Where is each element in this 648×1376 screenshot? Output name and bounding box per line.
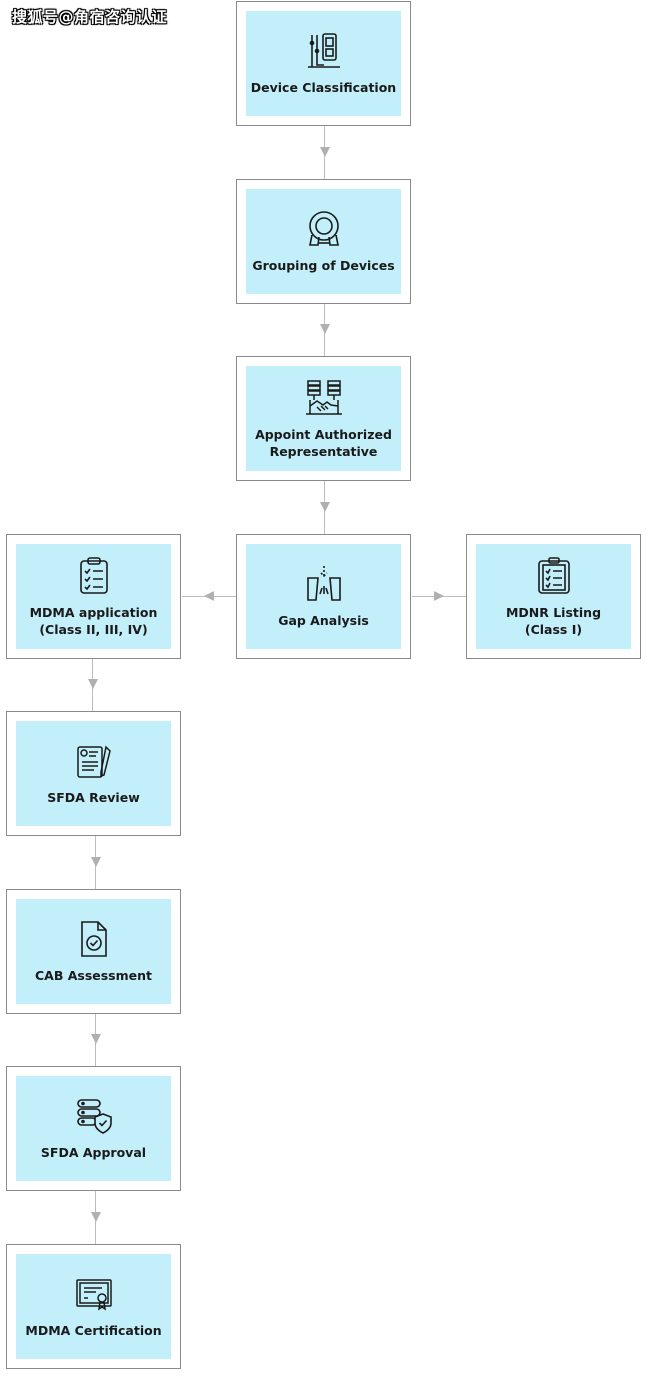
- document-review-icon: [74, 741, 114, 781]
- node-mdma-certification: MDMA Certification: [6, 1244, 181, 1369]
- node-label: MDMA application (Class II, III, IV): [29, 604, 158, 637]
- node-label: Grouping of Devices: [252, 258, 395, 273]
- connector-arrow: [204, 591, 214, 601]
- node-mdnr-listing: MDNR Listing (Class I): [466, 534, 641, 659]
- node-label: Gap Analysis: [278, 613, 369, 628]
- node-label: SFDA Review: [47, 790, 140, 805]
- node-appoint-authorized-representative: Appoint Authorized Representative: [236, 356, 411, 481]
- node-label: Device Classification: [250, 80, 397, 95]
- mri-scanner-icon: [304, 209, 344, 249]
- node-mdma-application: MDMA application (Class II, III, IV): [6, 534, 181, 659]
- connector-arrow: [91, 1034, 101, 1044]
- document-check-icon: [74, 919, 114, 959]
- device-classification-icon: [304, 31, 344, 71]
- gap-analysis-icon: [304, 564, 344, 604]
- connector-arrow: [434, 591, 444, 601]
- clipboard-checklist-icon: [74, 556, 114, 596]
- checklist-clipboard-icon: [534, 556, 574, 596]
- watermark: 搜狐号@角宿咨询认证: [12, 8, 168, 26]
- node-gap-analysis: Gap Analysis: [236, 534, 411, 659]
- connector-arrow: [320, 324, 330, 334]
- connector-arrow: [320, 147, 330, 157]
- node-sfda-review: SFDA Review: [6, 711, 181, 836]
- connector-arrow: [88, 679, 98, 689]
- node-label: Appoint Authorized Representative: [255, 426, 392, 459]
- node-label: MDNR Listing (Class I): [505, 604, 602, 637]
- node-cab-assessment: CAB Assessment: [6, 889, 181, 1014]
- handshake-servers-icon: [304, 378, 344, 418]
- node-grouping-of-devices: Grouping of Devices: [236, 179, 411, 304]
- certificate-icon: [74, 1274, 114, 1314]
- database-shield-icon: [74, 1096, 114, 1136]
- node-device-classification: Device Classification: [236, 1, 411, 126]
- connector-arrow: [91, 857, 101, 867]
- node-label: SFDA Approval: [40, 1145, 147, 1160]
- node-label: CAB Assessment: [34, 968, 153, 983]
- node-label: MDMA Certification: [25, 1323, 162, 1338]
- connector-arrow: [320, 502, 330, 512]
- connector-arrow: [91, 1212, 101, 1222]
- node-sfda-approval: SFDA Approval: [6, 1066, 181, 1191]
